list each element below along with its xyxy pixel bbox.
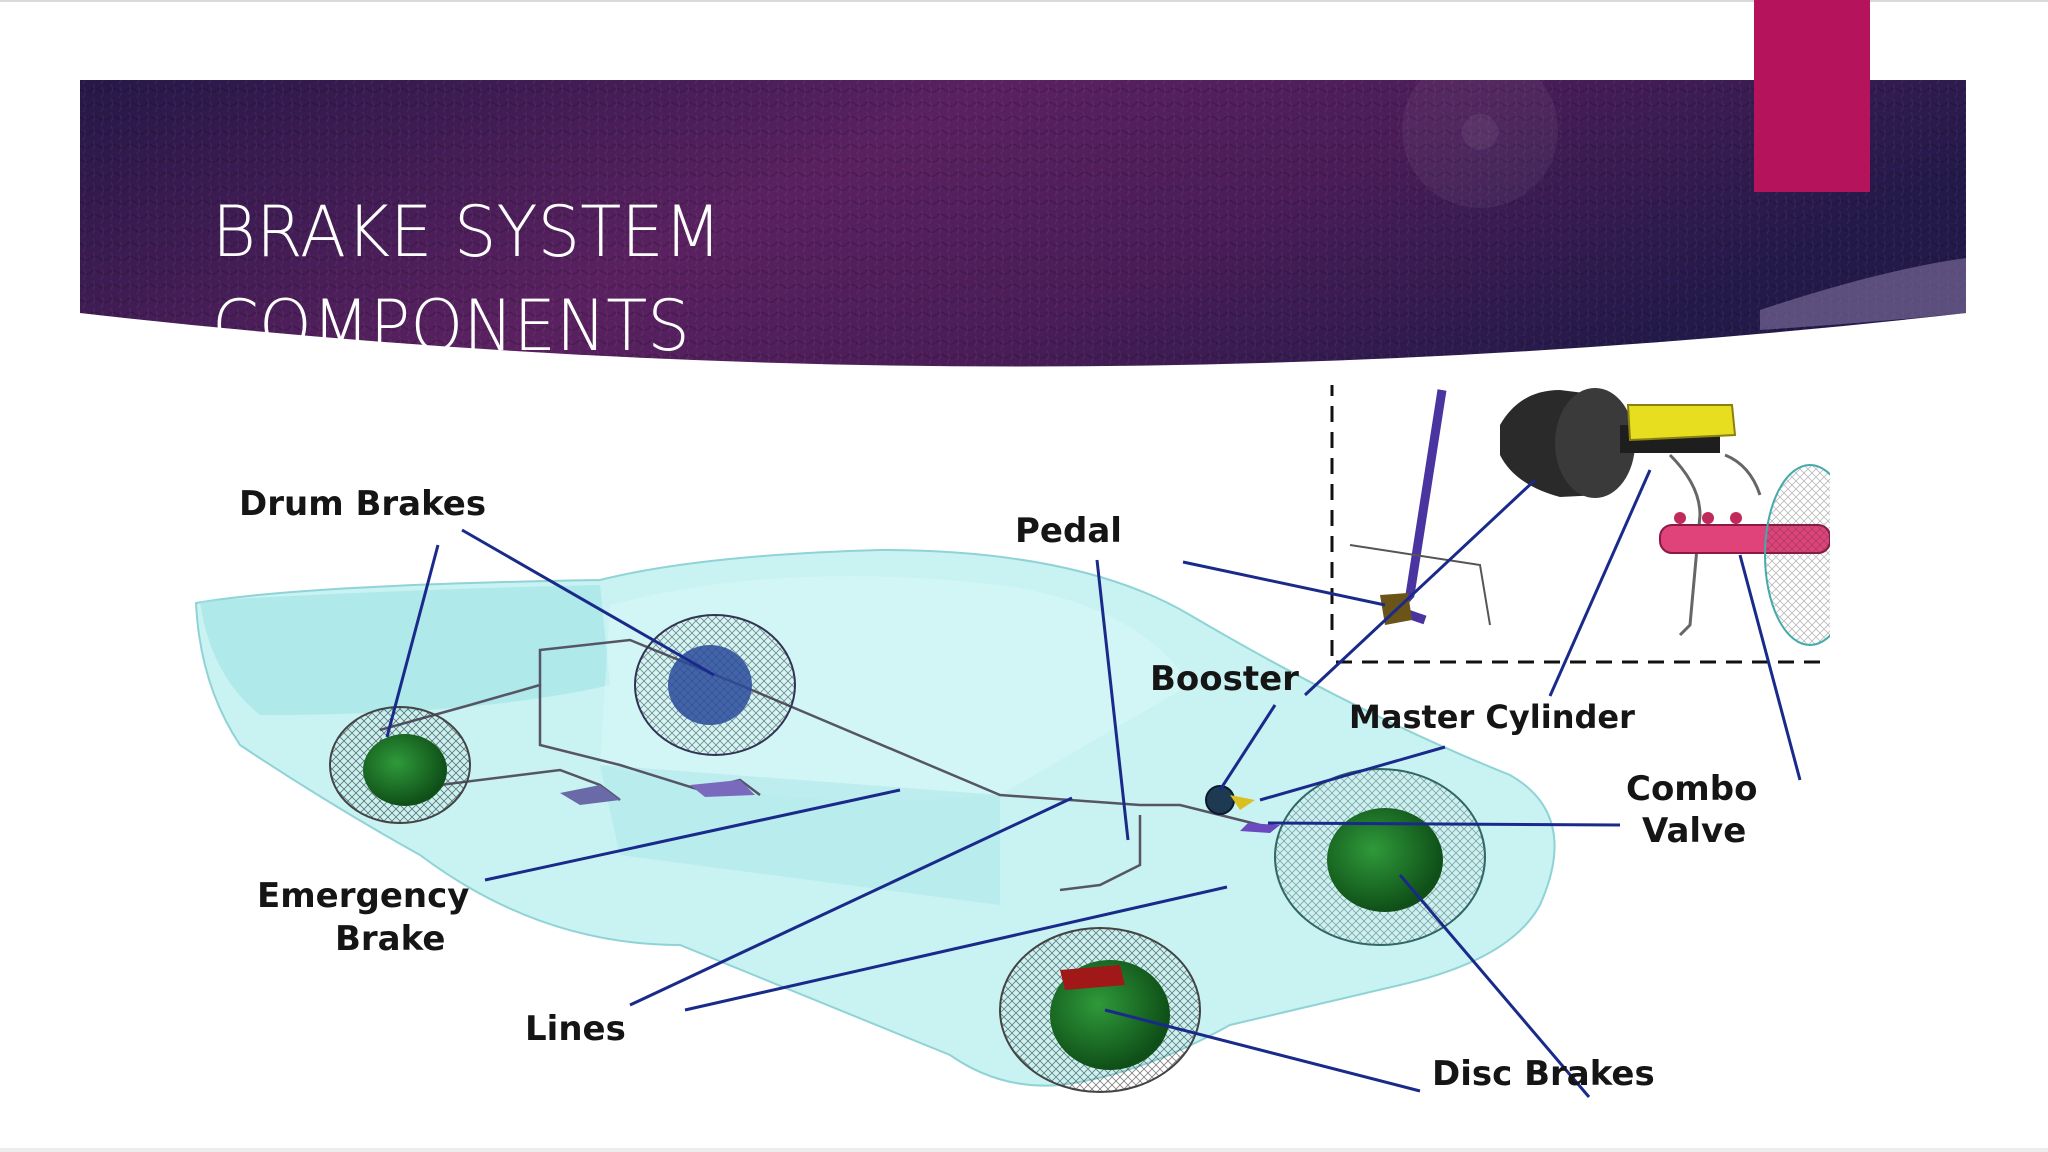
- title-banner: [80, 52, 1966, 367]
- slide-title: BRAKE SYSTEM COMPONENTS: [212, 185, 1076, 373]
- master-cylinder-inset: [1330, 385, 1830, 664]
- rear-drum-wheel-left: [329, 706, 471, 824]
- front-disc-wheel-left: [999, 927, 1201, 1093]
- label-drum-brakes: Drum Brakes: [239, 484, 486, 524]
- label-emergency-line2: Brake: [335, 919, 445, 959]
- accent-tab: [1754, 0, 1870, 192]
- slide-title-line2: COMPONENTS: [212, 285, 690, 367]
- label-combo-line1: Combo: [1626, 769, 1757, 809]
- front-disc-wheel-right: [1274, 768, 1486, 946]
- rear-drum-wheel-right: [634, 614, 796, 756]
- label-lines: Lines: [525, 1009, 626, 1049]
- emergency-brake-parts: [560, 780, 755, 805]
- slide-title-line1: BRAKE SYSTEM: [212, 191, 722, 273]
- booster-canister: [1500, 388, 1635, 498]
- brake-system-diagram: Drum Brakes Pedal Booster Master Cylinde…: [194, 385, 1830, 1098]
- top-rule: [0, 0, 2048, 2]
- label-booster: Booster: [1150, 659, 1299, 699]
- label-disc-brakes: Disc Brakes: [1432, 1054, 1655, 1094]
- label-master-cylinder: Master Cylinder: [1349, 698, 1635, 736]
- label-combo-line2: Valve: [1642, 811, 1746, 851]
- booster-part: [1205, 785, 1280, 833]
- label-emergency-line1: Emergency: [257, 876, 469, 916]
- bottom-rule: [0, 1148, 2048, 1152]
- diagram-labels: Drum Brakes Pedal Booster Master Cylinde…: [239, 484, 1757, 1094]
- label-pedal: Pedal: [1015, 511, 1122, 551]
- leader-lines: [385, 469, 1802, 1098]
